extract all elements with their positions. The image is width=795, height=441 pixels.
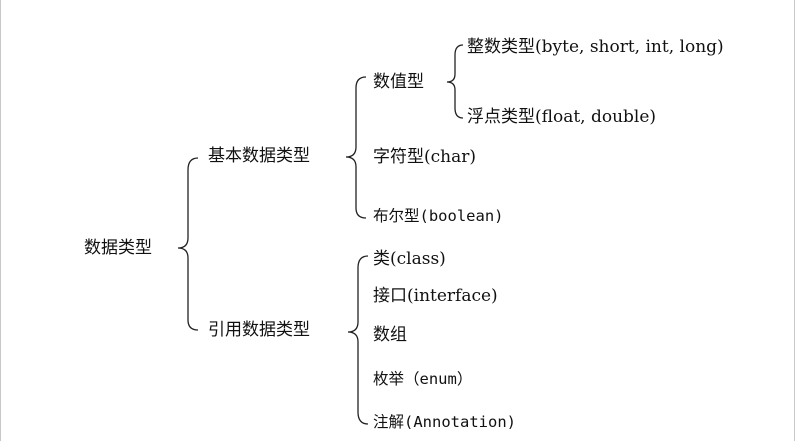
root-brace — [177, 157, 199, 331]
node-enum: 枚举（enum） — [373, 370, 473, 388]
primitive-brace — [345, 76, 367, 219]
node-class: 类(class) — [373, 249, 446, 269]
node-array: 数组 — [373, 325, 407, 345]
node-char: 字符型(char) — [373, 147, 476, 167]
reference-brace — [347, 255, 369, 425]
node-integer-types: 整数类型(byte, short, int, long) — [467, 37, 724, 57]
node-boolean: 布尔型(boolean) — [373, 207, 504, 225]
node-primitive-types: 基本数据类型 — [208, 146, 310, 166]
node-float-types: 浮点类型(float, double) — [467, 107, 657, 127]
node-numeric: 数值型 — [373, 72, 424, 92]
node-interface: 接口(interface) — [373, 286, 498, 306]
node-annotation: 注解(Annotation) — [373, 413, 516, 431]
node-reference-types: 引用数据类型 — [208, 320, 310, 340]
node-data-types: 数据类型 — [84, 238, 152, 258]
numeric-brace — [446, 44, 464, 119]
